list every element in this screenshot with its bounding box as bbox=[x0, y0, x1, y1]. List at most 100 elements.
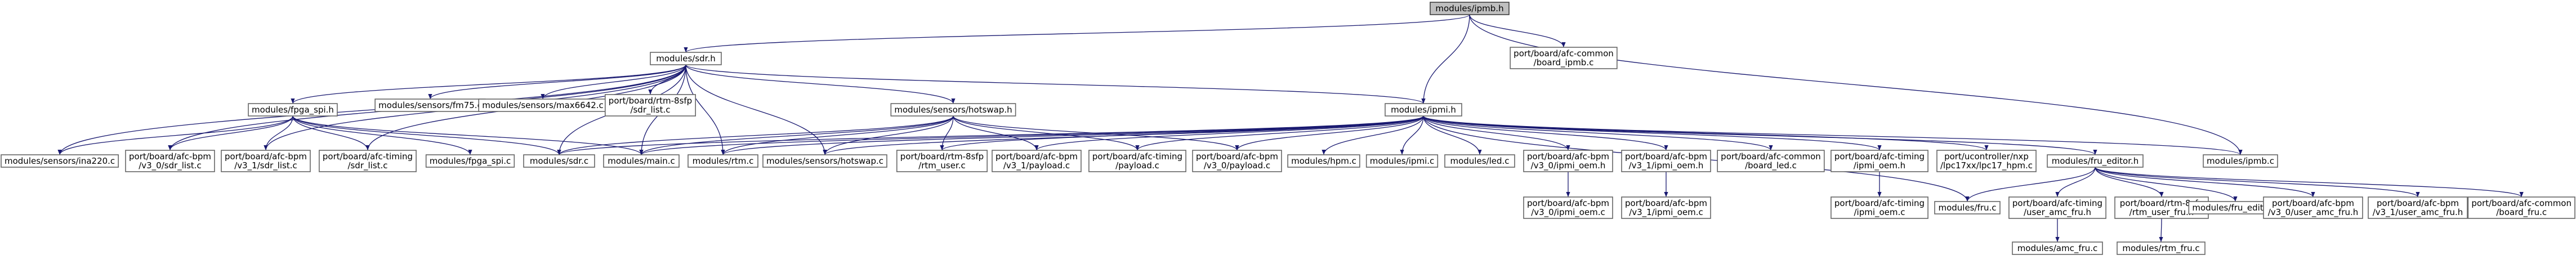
edge-ipmi-h-to-bpm-v3-0-payload bbox=[1235, 115, 1424, 151]
edge-ipmi-h-to-timing-ipmi-oem-h bbox=[1423, 115, 1882, 151]
file-node-timing-ipmi-oem-h[interactable]: port/board/afc-timing/ipmi_oem.h bbox=[1831, 150, 1928, 172]
file-node-ipmi-c[interactable]: modules/ipmi.c bbox=[1365, 154, 1439, 168]
file-node-led-c[interactable]: modules/led.c bbox=[1444, 154, 1515, 168]
node-label: modules/fru_editor.c bbox=[2192, 203, 2278, 213]
edge-hotswap-h-to-hotswap-c bbox=[823, 115, 954, 155]
file-node-common-board-fru[interactable]: port/board/afc-common/board_fru.c bbox=[2467, 196, 2575, 219]
edge-ipmi-h-to-main-c bbox=[639, 115, 1424, 155]
file-node-bpm-v3-1-payload[interactable]: port/board/afc-bpm/v3_1/payload.c bbox=[992, 150, 1082, 172]
file-node-timing-ipmi-oem-c[interactable]: port/board/afc-timing/ipmi_oem.c bbox=[1831, 196, 1928, 219]
file-node-bpm-v3-1-ipmi-oem-c[interactable]: port/board/afc-bpm/v3_1/ipmi_oem.c bbox=[1621, 196, 1711, 219]
node-box bbox=[2263, 196, 2363, 219]
file-node-lpc17-hpm[interactable]: port/ucontroller/nxp/lpc17xx/lpc17_hpm.c bbox=[1936, 150, 2037, 172]
node-label: modules/sdr.c bbox=[530, 156, 588, 166]
node-box bbox=[425, 154, 515, 168]
node-label: modules/amc_fru.c bbox=[2017, 243, 2098, 254]
file-node-fpga-spi-h[interactable]: modules/fpga_spi.h bbox=[248, 103, 338, 117]
file-node-common-board-led[interactable]: port/board/afc-common/board_led.c bbox=[1717, 150, 1825, 172]
file-node-timing-user-amc-fru-h[interactable]: port/board/afc-timing/user_amc_fru.h bbox=[2008, 196, 2106, 219]
node-label: port/board/afc-timing bbox=[323, 151, 413, 162]
edge-ipmi-h-to-rtm-c bbox=[721, 115, 1424, 155]
node-label: modules/led.c bbox=[1450, 156, 1509, 166]
node-label: port/board/afc-timing bbox=[1834, 151, 1925, 162]
node-box bbox=[604, 94, 697, 117]
file-node-timing-payload[interactable]: port/board/afc-timing/payload.c bbox=[1088, 150, 1186, 172]
edge-fru-editor-h-to-rtm8sfp-user-fru-h bbox=[2095, 167, 2164, 198]
node-box bbox=[248, 103, 338, 117]
node-box bbox=[1510, 47, 1618, 69]
file-node-bpm-v3-0-ipmi-oem-h[interactable]: port/board/afc-bpm/v3_0/ipmi_oem.h bbox=[1523, 150, 1613, 172]
node-label: /v3_1/user_amc_fru.h bbox=[2373, 207, 2463, 218]
node-label: /sdr_list.c bbox=[347, 160, 387, 171]
node-box bbox=[992, 150, 1082, 172]
file-node-fru-editor-h[interactable]: modules/fru_editor.h bbox=[2047, 154, 2144, 168]
node-box bbox=[1, 154, 119, 168]
node-label: port/board/afc-bpm bbox=[225, 151, 307, 162]
node-label: /lpc17xx/lpc17_hpm.c bbox=[1940, 160, 2033, 171]
node-box bbox=[2047, 154, 2144, 168]
node-label: /board_led.c bbox=[1745, 160, 1797, 171]
file-node-bpm-v3-1-user-amc-fru[interactable]: port/board/afc-bpm/v3_1/user_amc_fru.h bbox=[2368, 196, 2468, 219]
node-label: port/board/afc-common bbox=[1721, 151, 1821, 162]
file-node-bpm-v3-1-ipmi-oem-h[interactable]: port/board/afc-bpm/v3_1/ipmi_oem.h bbox=[1621, 150, 1711, 172]
file-node-common-ipmb-c[interactable]: port/board/afc-common/board_ipmb.c bbox=[1510, 47, 1618, 69]
file-node-hotswap-h[interactable]: modules/sensors/hotswap.h bbox=[890, 103, 1016, 117]
edge-ipmi-h-to-ipmb-c bbox=[1423, 115, 2243, 155]
file-node-fpga-spi-c[interactable]: modules/fpga_spi.c bbox=[425, 154, 515, 168]
file-node-rtm8sfp-sdr-list[interactable]: port/board/rtm-8sfp/sdr_list.c bbox=[604, 94, 697, 117]
edge-sdr-h-to-ina220-c bbox=[57, 64, 686, 155]
file-node-ipmb-c[interactable]: modules/ipmb.c bbox=[2203, 154, 2278, 168]
edge-rtm8sfp-user-fru-h-to-rtm-fru-c bbox=[2159, 218, 2163, 243]
file-node-fm75-c[interactable]: modules/sensors/fm75.c bbox=[374, 99, 486, 112]
node-label: port/board/afc-bpm bbox=[129, 151, 211, 162]
node-label: /board_ipmb.c bbox=[1534, 57, 1594, 68]
node-label: modules/sensors/fm75.c bbox=[378, 100, 482, 110]
edge-hotswap-h-to-rtm-c bbox=[721, 115, 954, 155]
node-box bbox=[687, 154, 758, 168]
file-node-bpm-v3-0-sdr-list[interactable]: port/board/afc-bpm/v3_0/sdr_list.c bbox=[125, 150, 215, 172]
edge-fru-editor-h-to-fru-editor-c bbox=[2095, 167, 2238, 202]
file-node-fru-editor-c[interactable]: modules/fru_editor.c bbox=[2188, 201, 2283, 214]
node-label: modules/ipmb.h bbox=[1435, 3, 1503, 14]
file-node-fru-c[interactable]: modules/fru.c bbox=[1934, 201, 2001, 214]
file-node-ipmi-h[interactable]: modules/ipmi.h bbox=[1385, 103, 1462, 117]
node-label: port/board/rtm-8sfp bbox=[2120, 198, 2203, 208]
node-label: port/board/afc-common bbox=[1514, 48, 1614, 59]
file-node-sdr-c[interactable]: modules/sdr.c bbox=[523, 154, 595, 168]
file-node-sdr-h[interactable]: modules/sdr.h bbox=[650, 52, 722, 65]
node-label: port/ucontroller/nxp bbox=[1944, 151, 2029, 162]
edge-ipmi-h-to-led-c bbox=[1423, 115, 1482, 155]
node-label: /ipmi_oem.c bbox=[1854, 207, 1905, 218]
edge-fpga-spi-h-to-main-c bbox=[292, 115, 644, 155]
file-node-bpm-v3-0-ipmi-oem-c[interactable]: port/board/afc-bpm/v3_0/ipmi_oem.c bbox=[1523, 196, 1613, 219]
file-node-hotswap-c[interactable]: modules/sensors/hotswap.c bbox=[762, 154, 887, 168]
node-box bbox=[1934, 201, 2001, 214]
file-node-rtm-c[interactable]: modules/rtm.c bbox=[687, 154, 758, 168]
node-label: port/board/afc-common bbox=[2471, 198, 2571, 208]
file-node-bpm-v3-0-payload[interactable]: port/board/afc-bpm/v3_0/payload.c bbox=[1192, 150, 1282, 172]
node-label: modules/rtm.c bbox=[693, 156, 754, 166]
node-label: modules/ipmi.c bbox=[1370, 156, 1435, 166]
file-node-main-c[interactable]: modules/main.c bbox=[603, 154, 680, 168]
node-label: port/board/afc-bpm bbox=[1625, 151, 1707, 162]
file-node-rtm-fru-c[interactable]: modules/rtm_fru.c bbox=[2117, 241, 2206, 255]
file-node-bpm-v3-0-user-amc-fru[interactable]: port/board/afc-bpm/v3_0/user_amc_fru.h bbox=[2263, 196, 2363, 219]
file-node-rtm8sfp-rtm-user[interactable]: port/board/rtm-8sfp/rtm_user.c bbox=[896, 150, 988, 172]
file-node-amc-fru-c[interactable]: modules/amc_fru.c bbox=[2012, 241, 2103, 255]
file-node-timing-sdr-list[interactable]: port/board/afc-timing/sdr_list.c bbox=[319, 150, 417, 172]
node-label: /v3_1/sdr_list.c bbox=[234, 160, 297, 171]
node-label: /v3_1/payload.c bbox=[1003, 160, 1070, 171]
file-node-ipmb-h[interactable]: modules/ipmb.h bbox=[1430, 2, 1510, 15]
file-node-bpm-v3-1-sdr-list[interactable]: port/board/afc-bpm/v3_1/sdr_list.c bbox=[221, 150, 311, 172]
node-label: modules/sensors/hotswap.h bbox=[894, 105, 1012, 115]
node-label: modules/sensors/hotswap.c bbox=[766, 156, 883, 166]
node-label: modules/sensors/max6642.c bbox=[482, 100, 604, 110]
file-node-ina220-c[interactable]: modules/sensors/ina220.c bbox=[1, 154, 119, 168]
node-label: modules/ipmb.c bbox=[2207, 156, 2274, 166]
edge-sdr-h-to-ipmi-h bbox=[685, 64, 1426, 104]
file-node-hpm-c[interactable]: modules/hpm.c bbox=[1287, 154, 1360, 168]
node-label: port/board/afc-bpm bbox=[1625, 198, 1707, 208]
file-node-max6642-c[interactable]: modules/sensors/max6642.c bbox=[478, 99, 608, 112]
node-label: /sdr_list.c bbox=[630, 105, 670, 115]
edge-fpga-spi-h-to-bpm-v3-1-sdr-list bbox=[264, 115, 293, 151]
